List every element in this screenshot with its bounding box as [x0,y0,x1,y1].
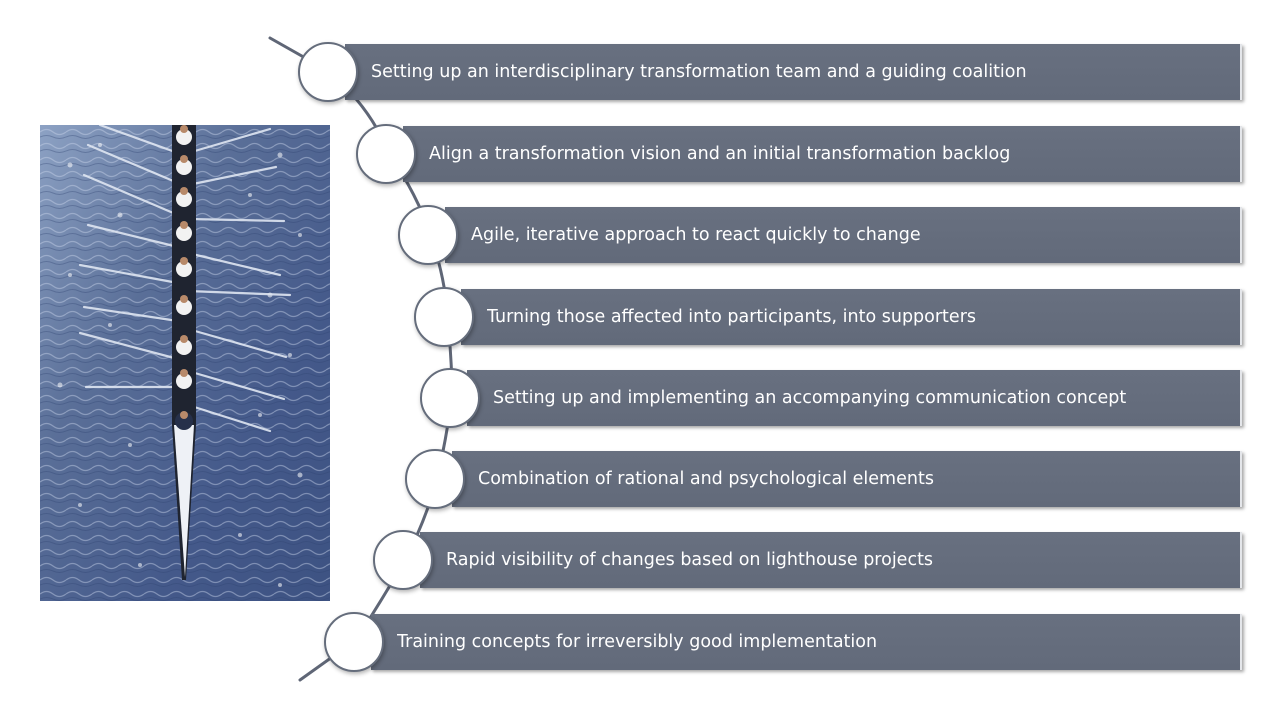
step-node-4 [414,287,474,347]
step-label-8: Training concepts for irreversibly good … [397,632,878,652]
step-label-3: Agile, iterative approach to react quick… [471,225,921,245]
step-bar-8: Training concepts for irreversibly good … [371,614,1242,670]
step-bar-6: Combination of rational and psychologica… [452,451,1242,507]
step-label-5: Setting up and implementing an accompany… [493,388,1127,408]
step-bar-7: Rapid visibility of changes based on lig… [420,532,1242,588]
step-bar-2: Align a transformation vision and an ini… [403,126,1242,182]
step-node-7 [373,530,433,590]
step-node-3 [398,205,458,265]
step-label-2: Align a transformation vision and an ini… [429,144,1011,164]
step-bar-5: Setting up and implementing an accompany… [467,370,1242,426]
step-label-6: Combination of rational and psychologica… [478,469,934,489]
step-node-1 [298,42,358,102]
step-bar-1: Setting up an interdisciplinary transfor… [345,44,1242,100]
step-node-5 [420,368,480,428]
step-node-6 [405,449,465,509]
step-label-7: Rapid visibility of changes based on lig… [446,550,934,570]
step-label-1: Setting up an interdisciplinary transfor… [371,62,1027,82]
step-node-2 [356,124,416,184]
step-label-4: Turning those affected into participants… [487,307,977,327]
rowing-boat-photo [40,125,330,601]
step-bar-3: Agile, iterative approach to react quick… [445,207,1242,263]
step-bar-4: Turning those affected into participants… [461,289,1242,345]
step-node-8 [324,612,384,672]
